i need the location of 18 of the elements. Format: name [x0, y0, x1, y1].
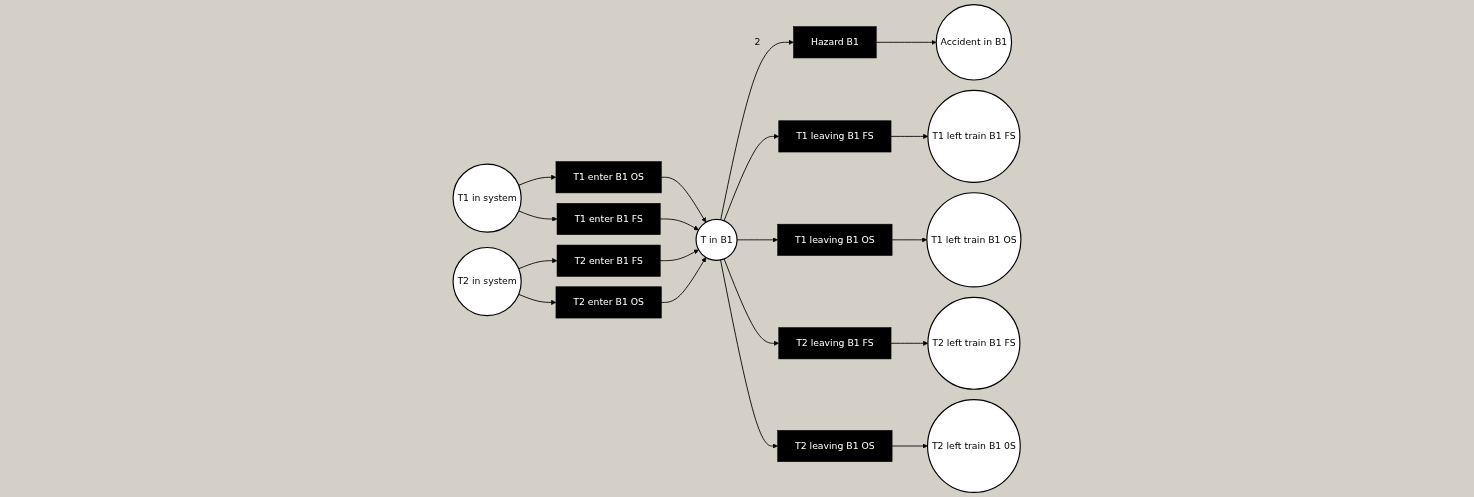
- node-circle: T2 left train B1 0S: [926, 399, 1021, 493]
- node-circle: T1 in system: [452, 163, 522, 233]
- node-box: T1 leaving B1 FS: [778, 120, 892, 153]
- node-box: T2 leaving B1 OS: [777, 430, 893, 462]
- node-circle: T1 left train B1 FS: [927, 89, 1021, 183]
- edge-label: 2: [754, 36, 761, 48]
- node-circle: T2 left train B1 FS: [927, 296, 1021, 390]
- node-circle: T in B1: [695, 218, 738, 261]
- node-box: Hazard B1: [793, 26, 877, 59]
- node-circle: T2 in system: [452, 246, 522, 317]
- node-box: T2 leaving B1 FS: [778, 327, 892, 360]
- node-box: T2 enter B1 OS: [555, 286, 662, 319]
- node-circle: T1 left train B1 OS: [926, 192, 1022, 288]
- node-box: T2 enter B1 FS: [556, 244, 661, 277]
- node-box: T1 enter B1 OS: [555, 161, 662, 194]
- node-box: T1 leaving B1 OS: [777, 223, 893, 256]
- node-box: T1 enter B1 FS: [556, 203, 661, 235]
- node-circle: Accident in B1: [935, 4, 1013, 81]
